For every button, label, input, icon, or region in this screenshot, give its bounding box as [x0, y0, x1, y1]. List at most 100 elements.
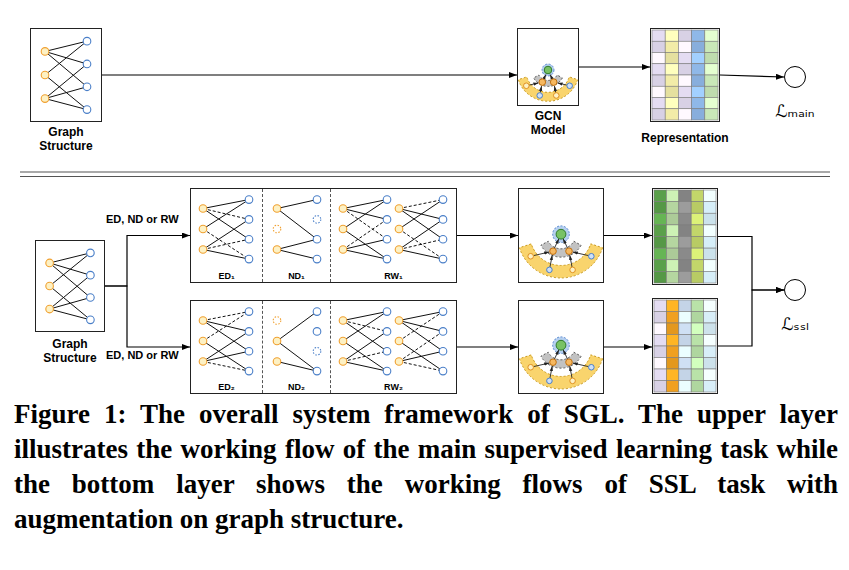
connector — [105, 286, 190, 347]
embedding-cell — [665, 30, 678, 41]
graph-edge — [50, 286, 91, 320]
embedding-cell — [679, 213, 691, 225]
graph-edge — [45, 41, 87, 75]
message-arrow — [540, 86, 541, 92]
user-node — [199, 358, 207, 366]
item-node — [383, 216, 391, 224]
augmentation-panel: ED₁ND₁RW₁ — [190, 188, 457, 283]
item-node — [245, 235, 253, 243]
message-arrow — [563, 350, 568, 360]
graph-edge — [203, 219, 249, 249]
graph-edge — [203, 229, 249, 259]
embedding-cell — [704, 358, 716, 370]
embedding-cell — [692, 53, 705, 64]
representation-box — [652, 298, 718, 394]
user-node — [273, 205, 281, 213]
neighbor-node — [547, 267, 553, 273]
graph-edge — [399, 331, 443, 361]
graph-edge — [399, 351, 443, 361]
neighbor-node — [567, 83, 573, 89]
user-node — [199, 225, 207, 233]
embedding-cell — [704, 190, 716, 202]
node-outline: ND₁ — [263, 189, 331, 282]
embedding-cell — [691, 358, 703, 370]
embedding-cell — [704, 323, 716, 335]
random-walk-view: RW₂ — [331, 301, 456, 393]
neighbor-node — [547, 378, 553, 384]
embedding-cell — [691, 346, 703, 358]
embedding-cell — [691, 190, 703, 202]
item-node — [87, 294, 95, 302]
embedding-cell — [692, 86, 705, 97]
gcn-model-box — [518, 300, 604, 394]
illustration — [191, 301, 261, 391]
neighbor-node — [528, 253, 534, 259]
neighbor-node — [550, 359, 557, 366]
embedding-cell — [692, 41, 705, 52]
node-outline — [518, 300, 604, 394]
embedding-cell — [654, 237, 666, 249]
item-node — [439, 328, 447, 336]
embedding-cell — [652, 86, 665, 97]
message-arrow — [563, 239, 568, 249]
graph-edge — [277, 249, 317, 259]
user-node — [395, 246, 403, 254]
connector — [102, 74, 517, 75]
node-outline — [35, 240, 105, 332]
embedding-cell — [654, 225, 666, 237]
view-label: ED₂ — [218, 382, 235, 392]
embedding-cell — [666, 190, 678, 202]
graph-edge — [343, 331, 387, 361]
illustration — [519, 301, 603, 393]
graph-edge — [50, 275, 91, 309]
item-node — [313, 235, 321, 243]
item-node — [83, 60, 91, 68]
item-node — [383, 255, 391, 263]
user-node — [199, 246, 207, 254]
node-outline: ED₁ — [191, 189, 263, 282]
node-label: GCN Model — [516, 110, 580, 138]
embedding-cell — [666, 369, 678, 381]
message-arrow — [529, 83, 538, 85]
illustration — [331, 301, 454, 391]
embedding-cell — [691, 225, 703, 237]
illustration — [653, 189, 717, 284]
user-node — [273, 337, 281, 345]
embedding-cell — [679, 237, 691, 249]
user-node — [395, 337, 403, 345]
message-arrow — [570, 255, 572, 267]
message-arrow — [554, 239, 559, 249]
graph-edge — [399, 239, 443, 249]
graph-edge — [399, 249, 443, 259]
embedding-cell — [679, 358, 691, 370]
embedding-cell — [679, 346, 691, 358]
embedding-cell — [652, 53, 665, 64]
graph-edge — [399, 229, 443, 259]
embedding-cell — [691, 202, 703, 214]
connector — [604, 235, 652, 236]
graph-edge — [203, 331, 249, 361]
embedding-cell — [652, 109, 665, 120]
target-halo — [553, 226, 570, 243]
hop1-band — [534, 75, 563, 86]
user-node — [41, 71, 49, 79]
embedding-cell — [665, 109, 678, 120]
neighbor-node — [550, 248, 557, 255]
graph-edge — [343, 249, 387, 259]
item-node — [245, 216, 253, 224]
embedding-cell — [691, 300, 703, 312]
graph-edge — [399, 312, 443, 341]
embedding-cell — [665, 98, 678, 109]
embedding-cell — [654, 381, 666, 393]
random-walk-view: RW₁ — [331, 189, 456, 282]
illustration — [263, 189, 329, 280]
neighbor-node — [570, 378, 576, 384]
graph-structure-box: Graph Structure — [35, 240, 105, 366]
embedding-cell — [654, 190, 666, 202]
node-outline — [784, 66, 806, 88]
embedding-cell — [692, 98, 705, 109]
caption-box: Figure 1: The overall system framework o… — [14, 397, 838, 537]
embedding-cell — [691, 323, 703, 335]
embedding-cell — [691, 312, 703, 324]
target-node — [556, 340, 566, 350]
